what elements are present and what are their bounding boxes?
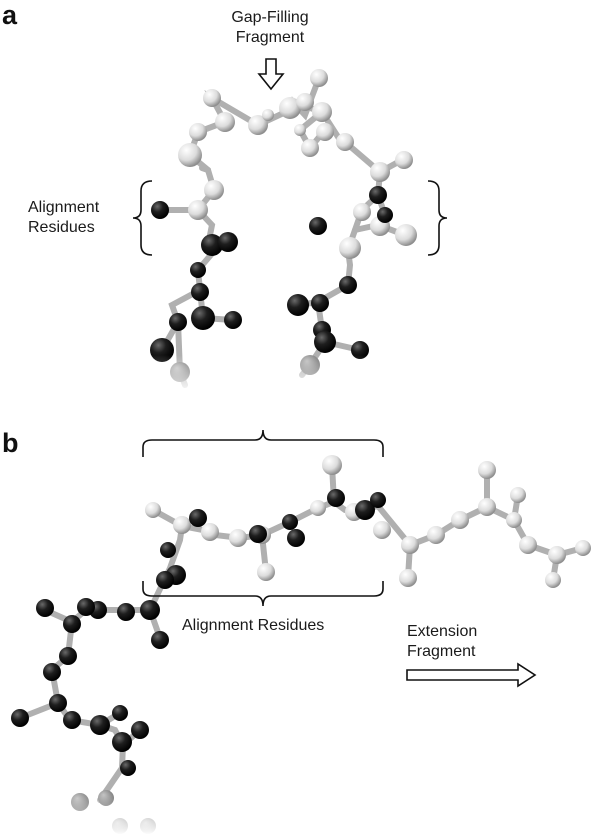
panel-b-dark-atoms xyxy=(11,489,386,776)
panel-b-light-atoms xyxy=(145,455,591,588)
extension-fragment-line-1: Extension xyxy=(407,623,478,640)
gap-filling-label-line-1: Gap-Filling xyxy=(231,9,309,26)
left-brace xyxy=(132,180,153,256)
extension-fragment-label: Extension Fragment xyxy=(407,622,527,662)
alignment-residues-line-2: Residues xyxy=(28,219,95,236)
alignment-residues-label-a: Alignment Residues xyxy=(28,198,128,238)
top-brace-b xyxy=(142,429,384,457)
panel-b-letter: b xyxy=(2,428,19,458)
gap-filling-label: Gap-Filling Fragment xyxy=(210,8,330,48)
gap-filling-label-line-2: Fragment xyxy=(235,29,305,46)
bottom-brace-b xyxy=(142,581,384,607)
extension-arrow xyxy=(406,662,537,688)
right-brace xyxy=(427,180,448,256)
panel-b-structure xyxy=(11,455,591,835)
panel-a-light-atoms xyxy=(178,69,417,259)
extension-fragment-line-2: Fragment xyxy=(407,643,476,660)
panel-a-letter: a xyxy=(2,0,18,30)
alignment-residues-line-1: Alignment xyxy=(28,199,100,216)
panel-a-structure xyxy=(140,69,420,395)
alignment-residues-label-b: Alignment Residues xyxy=(182,617,325,634)
gap-filling-arrow xyxy=(257,58,285,91)
